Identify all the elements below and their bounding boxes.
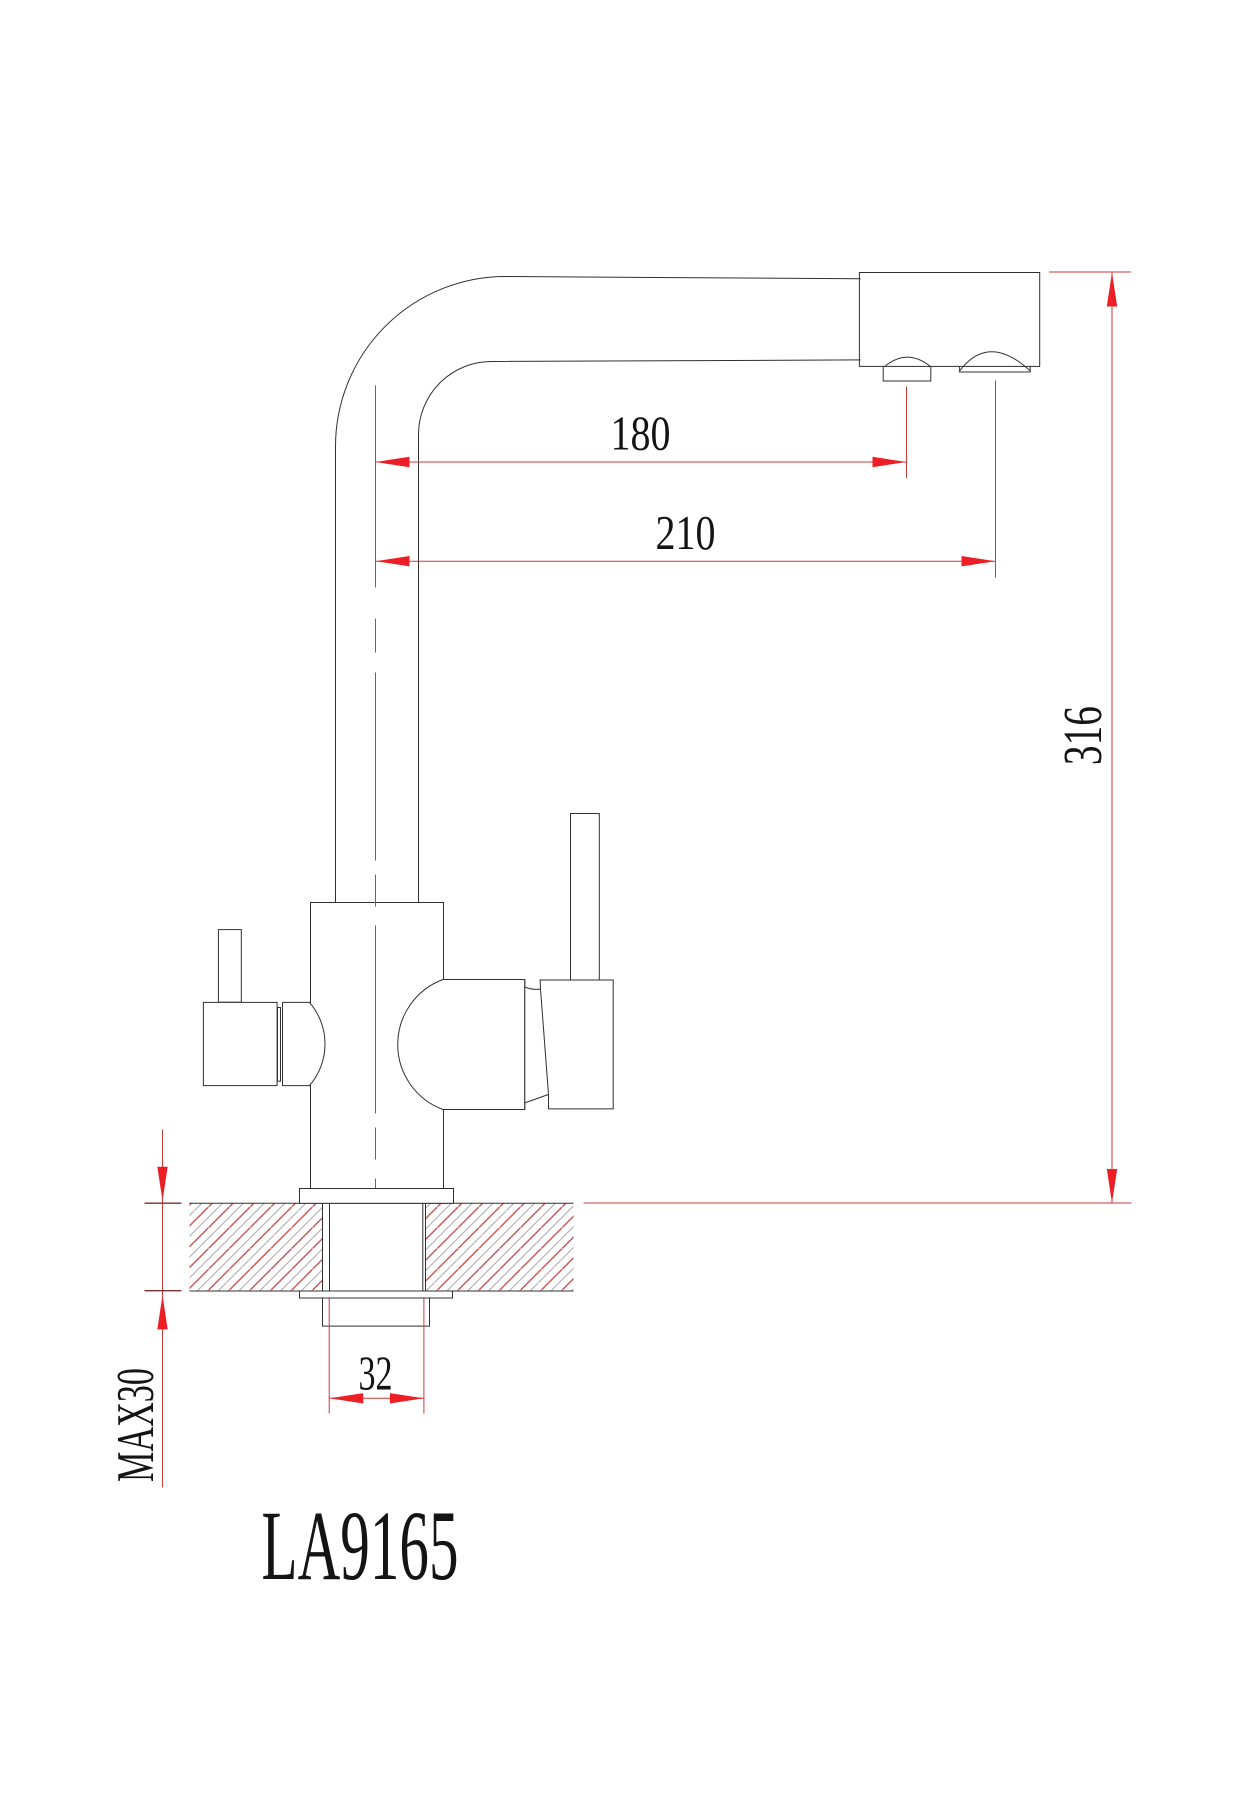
svg-text:32: 32 bbox=[359, 1346, 393, 1401]
svg-text:210: 210 bbox=[656, 505, 716, 560]
svg-text:MAX30: MAX30 bbox=[107, 1368, 165, 1482]
svg-text:LA9165: LA9165 bbox=[262, 1490, 459, 1601]
svg-text:316: 316 bbox=[1052, 706, 1113, 765]
svg-text:180: 180 bbox=[611, 405, 671, 460]
